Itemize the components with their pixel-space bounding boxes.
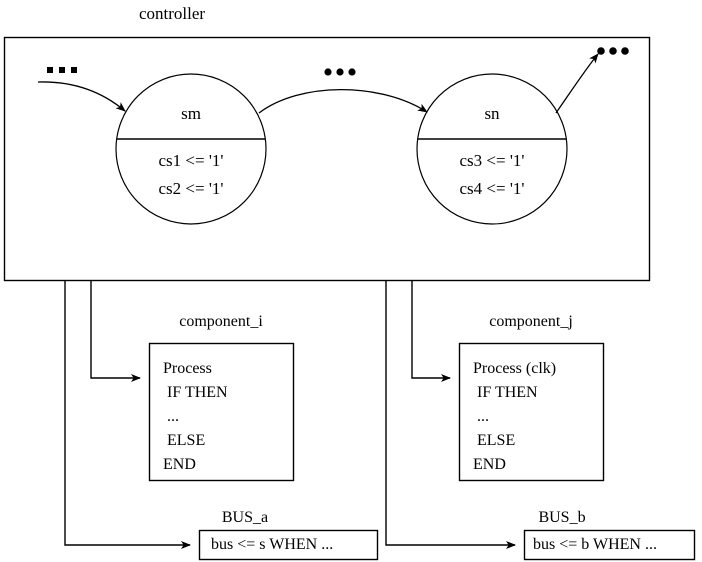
bus-box-a [198,529,379,561]
component-i-code-line-3: ... [163,408,179,425]
bus-code-a: bus <= s WHEN ... [211,536,334,553]
connector-controller-to-component-j [411,281,451,382]
state-action-sm-1: cs1 <= '1' [158,151,224,170]
component-i-code-line-1: Process [163,360,212,377]
component-box-j [458,342,605,482]
component-i-code-line-2: IF THEN [163,384,228,401]
ellipsis-left-dots [47,67,77,73]
controller-box [3,36,651,282]
ellipsis-middle-dots [324,68,356,76]
connector-controller-to-component-i [90,281,141,382]
state-action-sn-1: cs3 <= '1' [459,151,525,170]
component-box-i [148,342,295,482]
bus-box-b [523,529,696,561]
connector-controller-to-bus-b [385,281,516,549]
ellipsis-right-dots [597,47,629,55]
component-j-code-line-5: END [473,456,506,473]
component-j-code-line-3: ... [473,408,489,425]
connector-controller-to-bus-a [64,281,191,549]
component-i-code-line-5: END [163,456,196,473]
component-label-j: component_j [489,313,573,330]
state-label-sn: sn [484,104,500,123]
state-circle-sn [416,73,568,225]
component-j-code-line-2: IF THEN [473,384,538,401]
transition-arrow-out-of-sn [555,53,599,114]
state-action-sn-2: cs4 <= '1' [459,179,525,198]
state-action-sm-2: cs2 <= '1' [158,179,224,198]
bus-label-b: BUS_b [538,509,586,526]
component-j-code-line-1: Process (clk) [473,360,557,377]
controller-title-label: controller [138,4,206,23]
state-label-sm: sm [181,104,201,123]
bus-label-a: BUS_a [221,509,269,526]
bus-code-b: bus <= b WHEN ... [533,536,657,553]
component-i-code-line-4: ELSE [163,432,206,449]
state-circle-sm [115,73,267,225]
component-j-code-line-4: ELSE [473,432,516,449]
transition-arrow-sm-to-sn [258,88,428,114]
transition-arrow-into-sm [37,81,126,112]
component-label-i: component_i [179,313,263,330]
